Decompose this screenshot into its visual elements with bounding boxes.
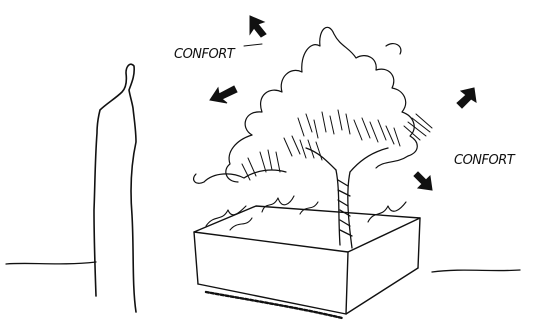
arrow-up-left-icon [249, 15, 267, 38]
planter-shrubs [205, 195, 407, 231]
tree-trunk [305, 147, 389, 249]
planter-box [193, 205, 421, 320]
canopy-hatching [241, 109, 433, 181]
arrow-down-right-icon [413, 171, 433, 191]
arrow-down-left-icon [209, 85, 238, 104]
label-underline-top [243, 43, 263, 47]
human-silhouette [93, 63, 137, 313]
ground-lines [5, 261, 521, 273]
tree-canopy [192, 26, 418, 184]
confort-label-right: CONFORT [454, 153, 516, 168]
confort-label-top: CONFORT [174, 47, 236, 62]
arrow-up-right-icon [456, 87, 477, 109]
